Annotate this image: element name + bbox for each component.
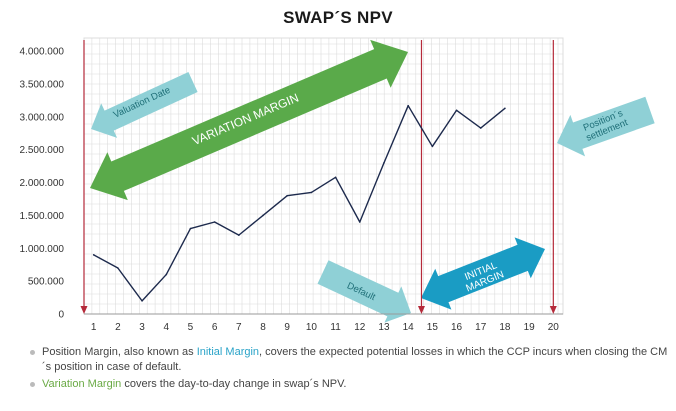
data-point bbox=[310, 191, 313, 194]
notes-list: Position Margin, also known as Initial M… bbox=[30, 345, 670, 395]
data-point bbox=[431, 145, 434, 148]
data-point bbox=[407, 104, 409, 107]
data-point bbox=[189, 227, 192, 230]
y-tick-label: 500.000 bbox=[28, 277, 65, 288]
data-point bbox=[92, 254, 95, 256]
x-tick-label: 2 bbox=[115, 322, 121, 333]
y-tick-label: 1.500.000 bbox=[20, 211, 65, 222]
y-tick-label: 4.000.000 bbox=[20, 47, 65, 58]
variation-margin-highlight: Variation Margin bbox=[42, 378, 122, 390]
x-tick-label: 3 bbox=[139, 322, 145, 333]
vertical-markers bbox=[80, 40, 557, 314]
x-tick-label: 10 bbox=[306, 322, 318, 333]
data-point bbox=[262, 214, 264, 217]
x-tick-label: 17 bbox=[475, 322, 487, 333]
y-tick-label: 3.000.000 bbox=[20, 112, 65, 123]
bullet-dot-icon bbox=[30, 382, 35, 387]
default-arrow bbox=[317, 260, 411, 323]
marker-arrowhead-icon bbox=[417, 306, 425, 314]
note-text: , covers the expected potential losses i… bbox=[42, 346, 668, 373]
y-tick-label: 2.500.000 bbox=[20, 145, 65, 156]
marker-arrowhead-icon bbox=[549, 306, 557, 314]
x-tick-label: 14 bbox=[403, 322, 415, 333]
data-point bbox=[383, 162, 385, 164]
note-text: covers the day-to-day change in swap´s N… bbox=[121, 378, 347, 390]
data-point bbox=[334, 176, 337, 179]
bullet-dot-icon bbox=[30, 350, 35, 355]
positions-settlement-arrow bbox=[557, 96, 655, 157]
y-tick-label: 1.000.000 bbox=[20, 244, 65, 255]
data-point bbox=[165, 273, 168, 276]
data-point bbox=[238, 234, 240, 236]
x-tick-label: 12 bbox=[354, 322, 366, 333]
x-tick-label: 13 bbox=[378, 322, 390, 333]
data-point bbox=[286, 194, 289, 197]
series-line bbox=[93, 104, 506, 302]
x-tick-label: 4 bbox=[163, 322, 169, 333]
x-tick-label: 1 bbox=[91, 322, 97, 333]
data-point bbox=[358, 221, 361, 223]
data-point bbox=[479, 127, 482, 129]
y-tick-label: 2.000.000 bbox=[20, 178, 65, 189]
x-tick-label: 5 bbox=[188, 322, 194, 333]
x-tick-label: 16 bbox=[451, 322, 463, 333]
valuation-date-arrow bbox=[91, 72, 198, 138]
series-layer bbox=[92, 104, 506, 302]
initial-margin-highlight: Initial Margin bbox=[196, 346, 260, 358]
x-tick-label: 11 bbox=[330, 322, 341, 333]
y-tick-label: 3.500.000 bbox=[20, 80, 65, 91]
marker-arrowhead-icon bbox=[80, 306, 88, 314]
x-tick-label: 18 bbox=[499, 322, 511, 333]
data-point bbox=[213, 221, 216, 223]
x-tick-label: 9 bbox=[284, 322, 290, 333]
x-tick-label: 8 bbox=[260, 322, 266, 333]
x-tick-label: 20 bbox=[548, 322, 560, 333]
x-tick-label: 19 bbox=[524, 322, 536, 333]
axes: 0 500.000 1.000.000 1.500.000 2.000.000 2.500… bbox=[20, 47, 563, 333]
initial-margin-arrow bbox=[421, 237, 545, 310]
note-text: Position Margin, also known as bbox=[42, 346, 197, 358]
note-initial-margin: Position Margin, also known as Initial M… bbox=[30, 345, 670, 374]
y-tick-label: 0 bbox=[58, 310, 64, 321]
x-tick-label: 7 bbox=[236, 322, 242, 333]
note-variation-margin: Variation Margin covers the day-to-day c… bbox=[30, 377, 670, 392]
variation-margin-arrow bbox=[90, 39, 408, 201]
data-point bbox=[504, 107, 506, 110]
x-tick-label: 15 bbox=[427, 322, 439, 333]
chart-title: SWAP´S NPV bbox=[283, 8, 393, 27]
data-point bbox=[117, 267, 119, 269]
data-point bbox=[455, 109, 458, 112]
data-point bbox=[141, 300, 143, 302]
x-tick-label: 6 bbox=[212, 322, 218, 333]
